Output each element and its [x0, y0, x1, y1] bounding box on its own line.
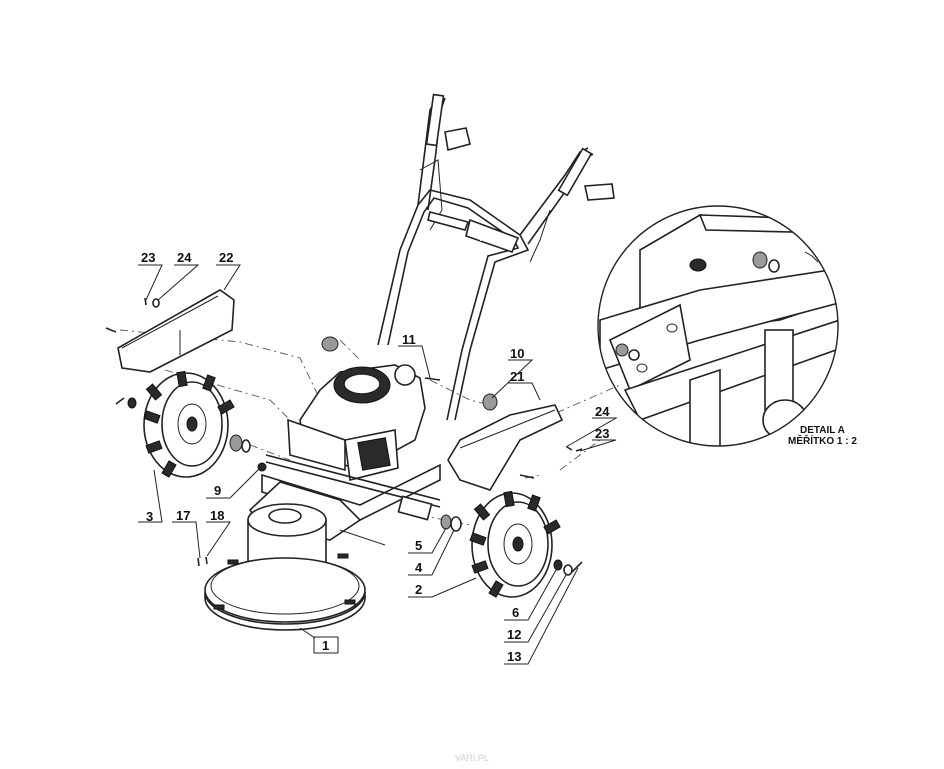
callout-12: 12 — [507, 627, 521, 642]
right-fender — [447, 404, 564, 491]
engine — [287, 336, 498, 481]
callout-9: 9 — [214, 483, 221, 498]
callout-17: 17 — [176, 508, 190, 523]
callout-11: 11 — [402, 332, 416, 347]
callout-1: 1 — [322, 638, 329, 653]
callout-18: 18 — [210, 508, 224, 523]
cutter-housing — [204, 503, 366, 631]
left-fender — [117, 289, 235, 373]
hardware-parts — [105, 297, 583, 576]
handlebar-logo: Adela — [479, 233, 505, 243]
callout-6: 6 — [512, 605, 519, 620]
left-wheel — [143, 370, 235, 478]
callout-5: 5 — [415, 538, 422, 553]
callout-23-right: 23 — [595, 426, 609, 441]
callout-22: 22 — [219, 250, 233, 265]
callout-21: 21 — [510, 369, 524, 384]
detail-a: DETAIL A MĚŘÍTKO 1 : 2 — [597, 205, 857, 447]
callout-10: 10 — [510, 346, 524, 361]
part-1-frame — [313, 636, 339, 654]
callout-24-left: 24 — [177, 250, 192, 265]
detail-title: DETAIL A — [800, 425, 845, 436]
callout-2: 2 — [415, 582, 422, 597]
right-wheel — [469, 490, 561, 598]
watermark: VARI.PL — [455, 753, 489, 763]
callout-3: 3 — [146, 509, 153, 524]
callout-24-right: 24 — [595, 404, 610, 419]
callout-13: 13 — [507, 649, 521, 664]
detail-scale: MĚŘÍTKO 1 : 2 — [788, 434, 857, 447]
handlebar-assembly: Adela — [377, 93, 615, 421]
callout-4: 4 — [415, 560, 423, 575]
callout-23-left: 23 — [141, 250, 155, 265]
